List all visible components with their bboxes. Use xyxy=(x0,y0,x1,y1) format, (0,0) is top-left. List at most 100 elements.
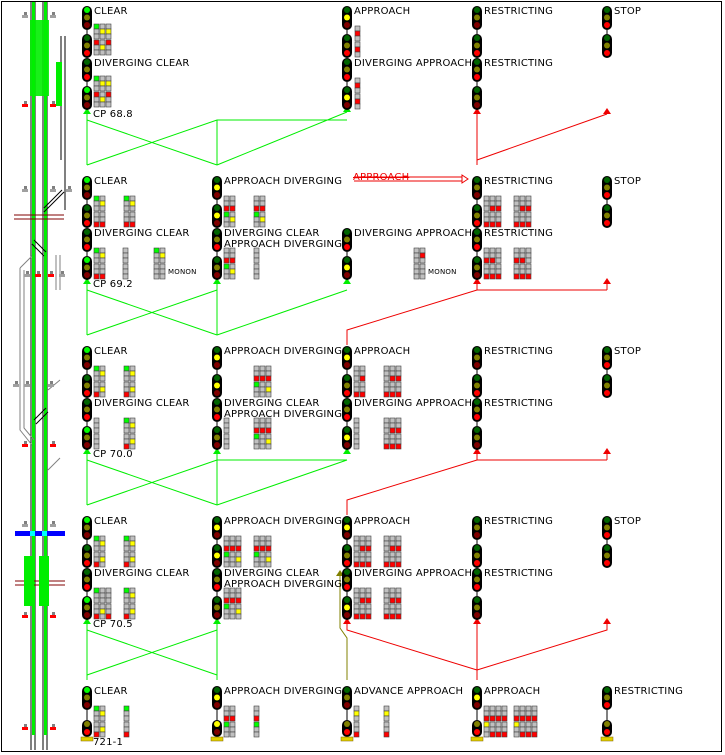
marker-lamp xyxy=(22,727,28,730)
indicator-lamp xyxy=(93,375,100,382)
indicator-lamp xyxy=(354,98,361,105)
signal-lamp xyxy=(344,694,350,701)
signal-lamp xyxy=(344,229,350,235)
signal-lamp xyxy=(84,66,90,73)
aspect-label: STOP xyxy=(614,6,642,17)
indicator-lamp xyxy=(99,592,106,599)
aspect-indicator xyxy=(365,535,372,552)
aspect-indicator xyxy=(383,551,390,568)
indicator-lamp xyxy=(419,263,426,270)
indicator-lamp xyxy=(99,613,106,620)
indicator-lamp xyxy=(383,545,390,552)
indicator-lamp xyxy=(253,365,260,372)
indicator-lamp xyxy=(489,715,496,722)
signal-head-lower xyxy=(212,374,222,398)
signal-lamp xyxy=(344,612,350,618)
aspect-indicator xyxy=(359,365,366,382)
signal-lamp xyxy=(474,272,480,278)
indicator-lamp xyxy=(99,257,106,264)
indicator-lamp xyxy=(123,556,130,563)
indicator-lamp xyxy=(223,721,230,728)
signal-lamp xyxy=(344,729,350,735)
aspect-indicator xyxy=(383,381,390,398)
signal-base xyxy=(340,736,354,742)
track-2-occupied xyxy=(44,2,47,735)
signal-head-upper xyxy=(342,398,352,422)
signal-lamp xyxy=(344,406,350,413)
indicator-lamp xyxy=(495,195,502,202)
indicator-lamp xyxy=(223,731,230,738)
aspect-label: ADVANCE APPROACH xyxy=(354,686,464,697)
signal-lamp xyxy=(214,375,220,381)
indicator-lamp xyxy=(495,726,502,733)
indicator-lamp xyxy=(159,268,166,275)
indicator-lamp xyxy=(93,252,100,259)
signal-lamp xyxy=(214,362,220,368)
aspect-label: RESTRICTING xyxy=(614,686,684,697)
signal-lamp xyxy=(84,35,90,41)
indicator-lamp xyxy=(359,608,366,615)
aspect-indicator xyxy=(395,365,402,382)
aspect-label: DIVERGING APPROACH xyxy=(354,228,473,239)
indicator-lamp xyxy=(419,247,426,254)
marker-stem xyxy=(68,186,71,189)
aspect-indicator xyxy=(129,587,136,604)
aspect-indicator xyxy=(159,247,166,264)
indicator-lamp xyxy=(123,710,130,717)
indicator-lamp xyxy=(159,273,166,280)
signal-lamp xyxy=(214,552,220,559)
indicator-lamp xyxy=(99,75,106,82)
aspect-indicator xyxy=(223,247,230,264)
indicator-lamp xyxy=(501,726,508,733)
indicator-lamp xyxy=(93,49,100,56)
indicator-lamp xyxy=(389,391,396,398)
block-occupied xyxy=(24,556,34,606)
signal-head-lower xyxy=(602,544,612,568)
marker-stem xyxy=(24,101,27,104)
aspect-indicator xyxy=(495,721,502,738)
aspect-indicator xyxy=(519,211,526,228)
indicator-lamp xyxy=(413,268,420,275)
indicator-lamp xyxy=(105,23,112,30)
arrow-head-icon xyxy=(603,278,611,284)
indicator-lamp xyxy=(359,386,366,393)
indicator-lamp xyxy=(353,603,360,610)
track-signal-marker xyxy=(24,381,30,387)
signal-head-lower xyxy=(212,204,222,228)
aspect-indicator xyxy=(93,705,100,722)
aspect-indicator xyxy=(489,263,496,280)
aspect-indicator xyxy=(229,247,236,264)
aspect-indicator xyxy=(525,195,532,212)
signal-lamp xyxy=(344,35,350,41)
indicator-lamp xyxy=(525,195,532,202)
marker-stem xyxy=(37,271,40,274)
indicator-lamp xyxy=(354,82,361,89)
aspect-label: DIVERGING CLEAR xyxy=(224,228,320,239)
indicator-lamp xyxy=(513,257,520,264)
signal-lamp xyxy=(214,576,220,583)
indicator-lamp xyxy=(253,551,260,558)
aspect-indicator xyxy=(383,535,390,552)
signal-lamp xyxy=(214,604,220,611)
marker-lamp xyxy=(50,104,56,107)
aspect-indicator xyxy=(501,705,508,722)
indicator-lamp xyxy=(265,545,272,552)
aspect-indicator xyxy=(495,211,502,228)
indicator-lamp xyxy=(93,731,100,738)
indicator-lamp xyxy=(122,247,129,254)
aspect-indicator xyxy=(223,263,230,280)
marker-lamp xyxy=(24,384,30,387)
aspect-label: DIVERGING CLEAR xyxy=(224,568,320,579)
aspect-indicator xyxy=(389,417,396,434)
signal-lamp xyxy=(604,721,610,727)
aspect-indicator xyxy=(223,211,230,228)
signal-head-upper xyxy=(472,516,482,540)
indicator-lamp xyxy=(513,216,520,223)
indicator-lamp xyxy=(353,422,360,429)
indicator-lamp xyxy=(395,381,402,388)
indicator-lamp xyxy=(129,370,136,377)
aspect-indicator xyxy=(223,535,230,552)
indicator-lamp xyxy=(489,205,496,212)
indicator-lamp xyxy=(519,200,526,207)
indicator-lamp xyxy=(495,710,502,717)
